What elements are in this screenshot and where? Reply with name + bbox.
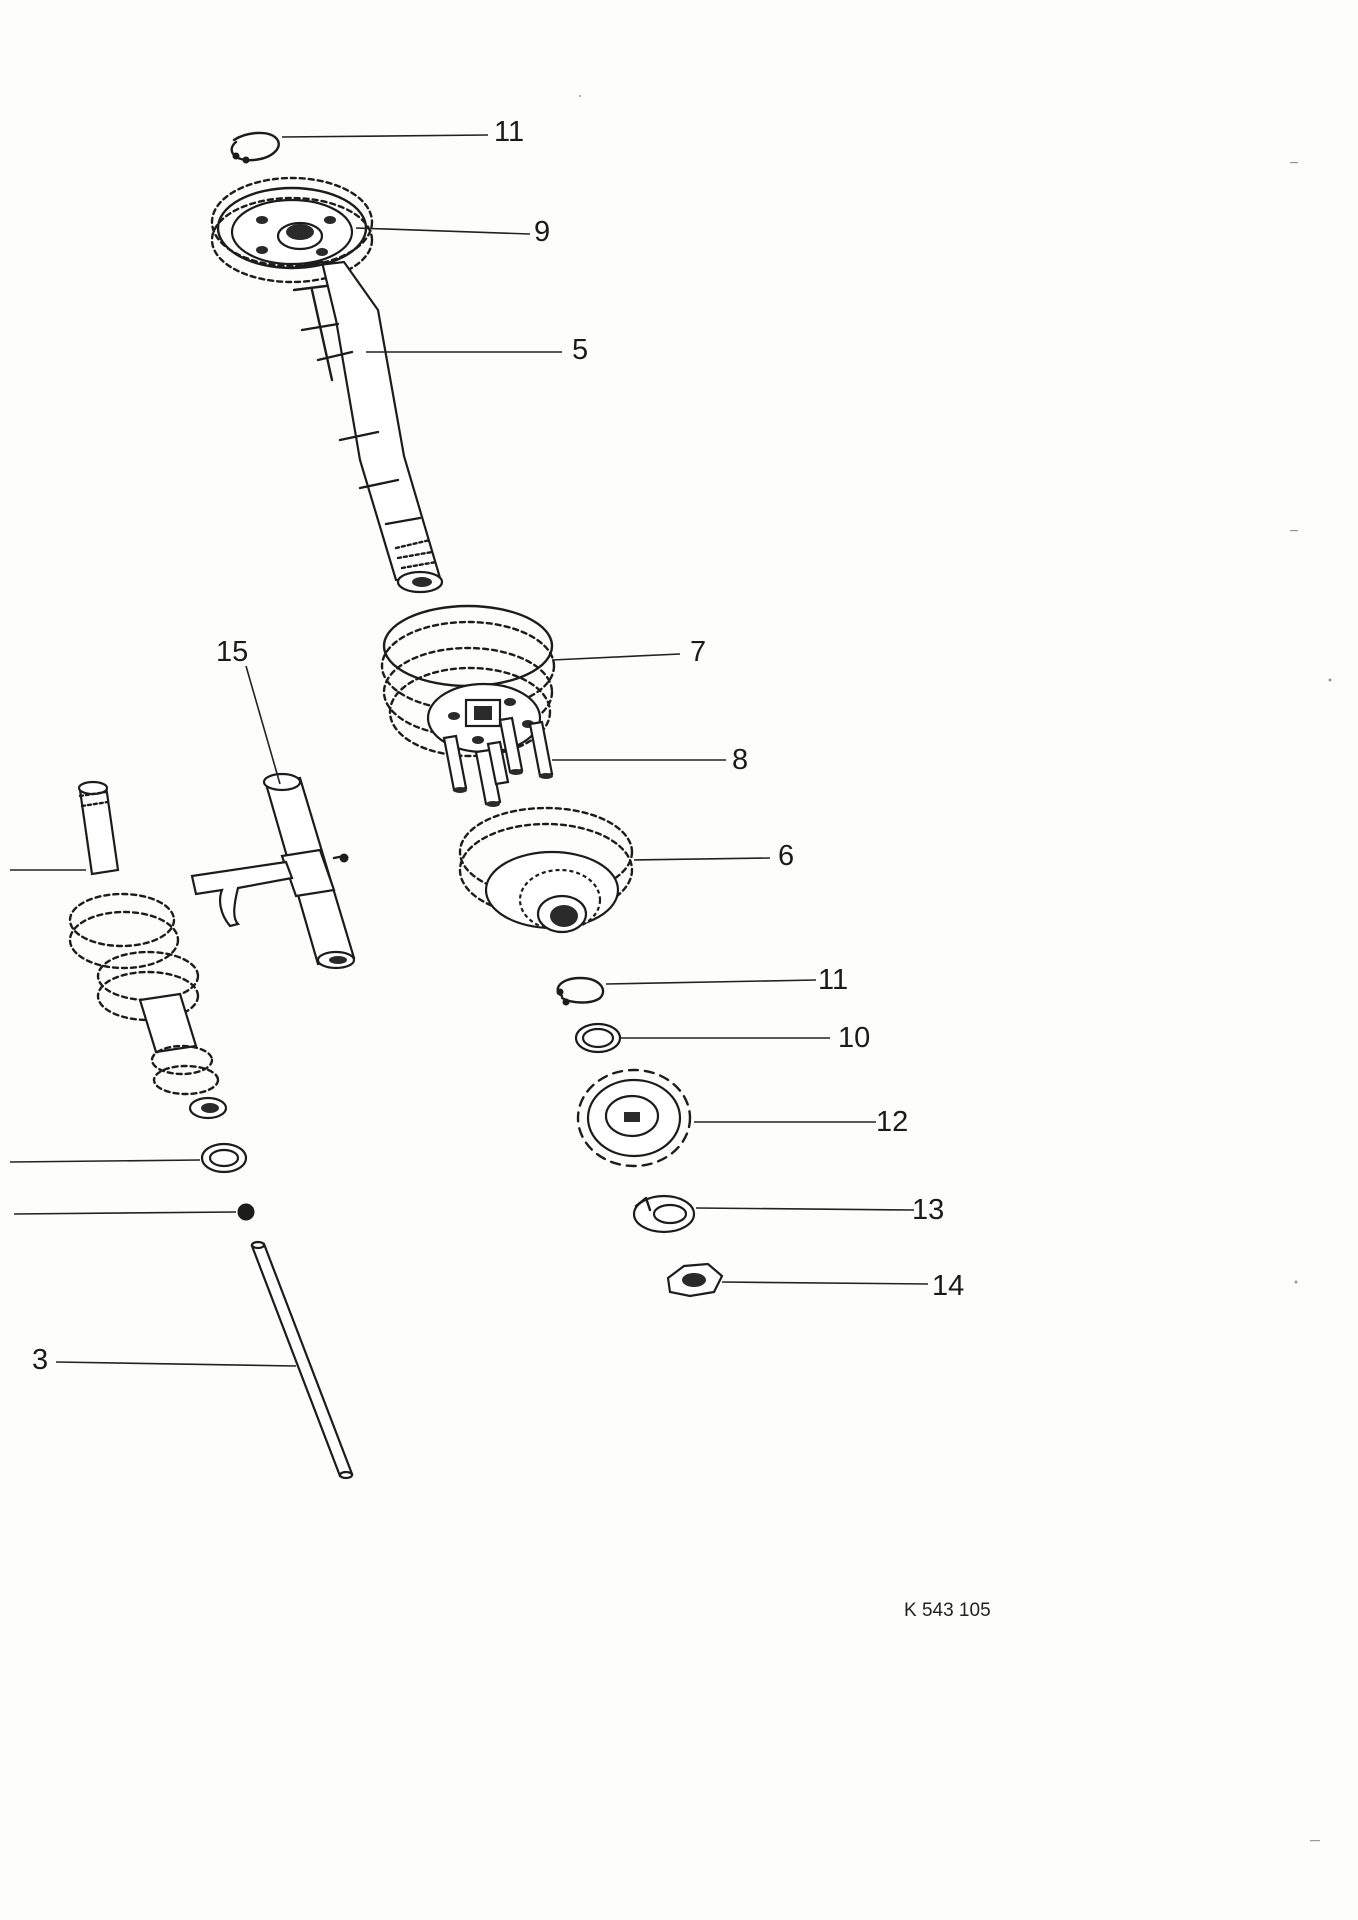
callout-3: 3: [32, 1344, 49, 1376]
leader-13: [695, 1207, 915, 1211]
leader-washer-left: [9, 1159, 201, 1163]
part-washer-left: [200, 1142, 248, 1174]
callout-11-mid: 11: [818, 964, 849, 996]
leader-15: [245, 665, 281, 785]
leader-ball-left: [13, 1211, 237, 1215]
part-pins-8: [442, 716, 554, 807]
callout-12: 12: [876, 1106, 909, 1138]
part-tabwasher-13: [632, 1194, 696, 1234]
leader-6: [633, 857, 771, 861]
part-circlip-top: [230, 131, 280, 164]
scan-marks: [579, 95, 1332, 1842]
part-circlip-mid: [556, 976, 605, 1006]
part-shaft-5: [291, 260, 444, 594]
callout-8: 8: [732, 744, 749, 776]
part-gear-cluster-left: [68, 780, 228, 1120]
part-nut-14: [666, 1262, 724, 1298]
document-reference: K 543 105: [904, 1600, 991, 1621]
callout-6: 6: [778, 840, 795, 872]
part-ball-left: [237, 1203, 255, 1221]
callout-5: 5: [572, 334, 589, 366]
leader-7: [551, 653, 681, 661]
leader-11-top: [281, 134, 489, 138]
leader-11-mid: [605, 979, 817, 985]
leader-9: [355, 227, 531, 235]
callout-15: 15: [216, 636, 249, 668]
callout-11-top: 11: [494, 116, 525, 148]
part-fork-15: [190, 772, 356, 970]
part-gear-7: [380, 604, 556, 758]
callout-14: 14: [932, 1270, 965, 1302]
leader-14: [721, 1281, 929, 1285]
part-gear-6: [458, 806, 634, 934]
callout-13: 13: [912, 1194, 945, 1226]
leader-3: [55, 1361, 297, 1367]
part-gear-9: [210, 176, 374, 284]
callout-7: 7: [690, 636, 707, 668]
part-rod-3: [250, 1240, 354, 1480]
callout-9: 9: [534, 216, 551, 248]
part-sprocket-12: [576, 1068, 692, 1168]
part-washer-10: [574, 1022, 622, 1054]
callout-10: 10: [838, 1022, 871, 1054]
